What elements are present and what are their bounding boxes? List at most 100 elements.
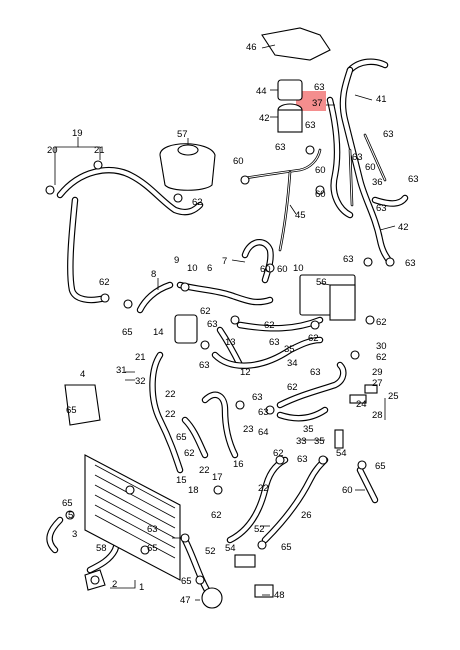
- label-50: 52: [254, 524, 265, 535]
- label-5: 5: [68, 510, 73, 521]
- label-21: 21: [135, 352, 146, 363]
- label-63: 63: [199, 360, 210, 371]
- label-33: 32: [135, 376, 146, 387]
- label-44: 42: [259, 113, 270, 124]
- label-1: 1: [139, 582, 144, 593]
- label-50: 52: [205, 546, 216, 557]
- label-62: 62: [264, 320, 275, 331]
- label-35: 35: [303, 424, 314, 435]
- label-7: 7: [222, 256, 227, 267]
- label-60: 60: [233, 156, 244, 167]
- label-41: 42: [398, 222, 409, 233]
- label-37: 35: [284, 344, 295, 355]
- label-4: 4: [80, 369, 85, 380]
- label-63: 64: [258, 427, 269, 438]
- label-57: 60: [342, 485, 353, 496]
- hose-clamps: [45, 145, 395, 585]
- label-60: 60: [315, 165, 326, 176]
- label-17: 17: [212, 472, 223, 483]
- label-62: 63: [147, 524, 158, 535]
- radiator: [84, 454, 181, 581]
- label-3: 3: [72, 529, 77, 540]
- label-39: 37: [312, 98, 323, 109]
- label-6: 6: [207, 263, 212, 274]
- label-60: 62: [211, 510, 222, 521]
- label-34: 33: [296, 436, 307, 447]
- label-58: 60: [365, 162, 376, 173]
- label-16: 16: [233, 459, 244, 470]
- label-42: 45: [295, 210, 306, 221]
- label-51: 54: [225, 543, 236, 554]
- label-63: 63: [269, 337, 280, 348]
- label-60: 62: [273, 448, 284, 459]
- label-63: 63: [408, 174, 419, 185]
- label-22: 22: [165, 389, 176, 400]
- label-60: 60: [260, 264, 271, 275]
- label-8: 8: [151, 269, 156, 280]
- label-40: 41: [376, 94, 387, 105]
- label-28: 27: [372, 378, 383, 389]
- label-56: 58: [96, 543, 107, 554]
- label-63: 63: [275, 142, 286, 153]
- component-shapes: [64, 27, 378, 609]
- label-65: 65: [62, 498, 73, 509]
- label-22: 22: [165, 409, 176, 420]
- label-12: 12: [240, 367, 251, 378]
- label-38: 36: [372, 177, 383, 188]
- label-63: 63: [376, 203, 387, 214]
- label-27: 25: [388, 391, 399, 402]
- label-18: 18: [188, 485, 199, 496]
- label-62: 63: [297, 454, 308, 465]
- label-14: 14: [153, 327, 164, 338]
- label-29: 28: [372, 410, 383, 421]
- label-23: 22: [258, 483, 269, 494]
- label-63: 63: [383, 129, 394, 140]
- label-62: 62: [184, 448, 195, 459]
- label-63: 65: [281, 542, 292, 553]
- label-52: 54: [336, 448, 347, 459]
- label-63: 65: [147, 543, 158, 554]
- label-13: 13: [225, 337, 236, 348]
- label-60: 60: [277, 264, 288, 275]
- label-62: 62: [200, 306, 211, 317]
- label-63: 63: [258, 407, 269, 418]
- label-45: 44: [256, 86, 267, 97]
- label-63: 63: [343, 254, 354, 265]
- label-63: 65: [176, 432, 187, 443]
- label-48: 48: [274, 590, 285, 601]
- label-21: 21: [94, 145, 105, 156]
- label-36: 35: [314, 436, 325, 447]
- label-20: 20: [47, 145, 58, 156]
- label-63: 63: [405, 258, 416, 269]
- label-32: 31: [116, 365, 127, 376]
- label-9: 9: [174, 255, 179, 266]
- label-62: 62: [376, 317, 387, 328]
- label-30: 29: [372, 367, 383, 378]
- label-62: 62: [192, 197, 203, 208]
- label-54: 56: [316, 277, 327, 288]
- label-26: 26: [301, 510, 312, 521]
- label-15: 15: [176, 475, 187, 486]
- leader-lines: [54, 44, 396, 601]
- label-31: 30: [376, 341, 387, 352]
- label-10: 10: [187, 263, 198, 274]
- label-62: 62: [287, 382, 298, 393]
- label-10: 10: [293, 263, 304, 274]
- label-55: 57: [177, 129, 188, 140]
- label-64: 65: [122, 327, 133, 338]
- label-24: 23: [243, 424, 254, 435]
- label-35: 34: [287, 358, 298, 369]
- label-63: 63: [310, 367, 321, 378]
- label-2: 2: [112, 579, 117, 590]
- label-65: 65: [66, 405, 77, 416]
- label-62: 62: [99, 277, 110, 288]
- hose-lines: [46, 58, 409, 599]
- highlight-marker-39: [296, 91, 326, 111]
- label-63: 63: [352, 152, 363, 163]
- label-63: 63: [305, 120, 316, 131]
- label-47: 47: [180, 595, 191, 606]
- label-60: 60: [315, 189, 326, 200]
- part-labels: 46 63 44 37 41 42 63 63 19 57 63 20 21 6…: [47, 42, 419, 606]
- label-46: 46: [246, 42, 257, 53]
